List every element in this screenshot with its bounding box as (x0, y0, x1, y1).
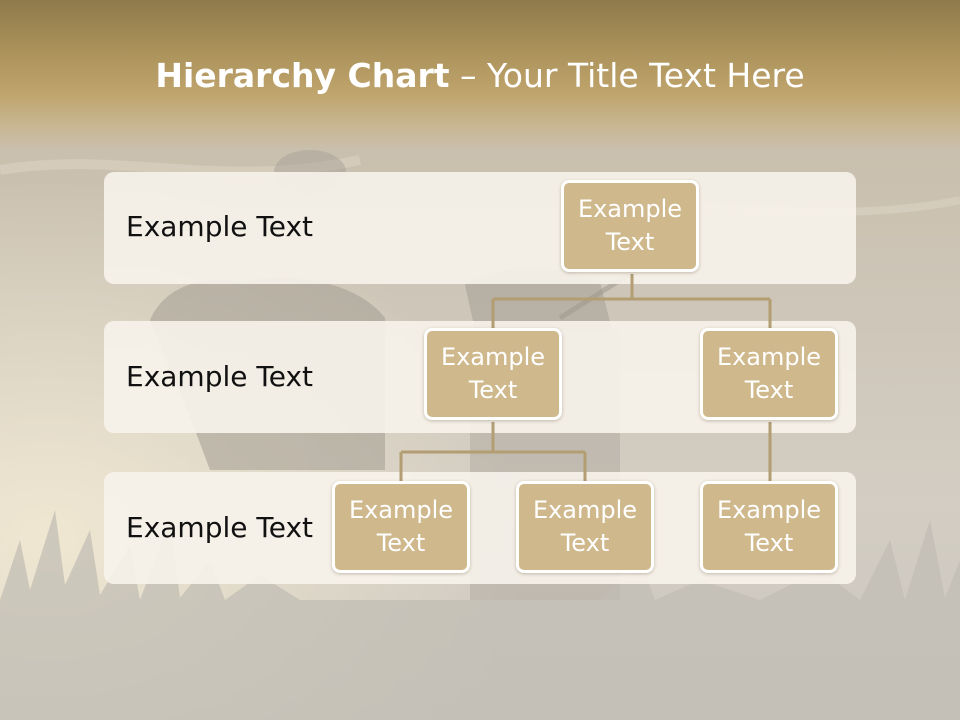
node-level3-a-text: Example Text (348, 496, 454, 557)
slide-title: Hierarchy Chart – Your Title Text Here (0, 52, 960, 100)
node-root-text: Example Text (577, 195, 683, 256)
node-level2-left-text: Example Text (440, 343, 546, 404)
connector-root-to-level2 (491, 274, 772, 330)
node-level3-b[interactable]: Example Text (516, 481, 654, 573)
node-level2-right-text: Example Text (716, 343, 822, 404)
title-band (0, 0, 960, 150)
node-root[interactable]: Example Text (561, 180, 699, 272)
row-label-1: Example Text (126, 210, 314, 243)
title-rest: – Your Title Text Here (449, 56, 805, 95)
title-bold: Hierarchy Chart (155, 56, 450, 95)
node-level3-c[interactable]: Example Text (700, 481, 838, 573)
row-label-3: Example Text (126, 511, 314, 544)
node-level3-c-text: Example Text (716, 496, 822, 557)
node-level2-right[interactable]: Example Text (700, 328, 838, 420)
node-level2-left[interactable]: Example Text (424, 328, 562, 420)
node-level3-a[interactable]: Example Text (332, 481, 470, 573)
connector-left-to-level3 (399, 422, 587, 482)
row-band-1 (104, 172, 856, 284)
node-level3-b-text: Example Text (532, 496, 638, 557)
row-label-2: Example Text (126, 360, 314, 393)
